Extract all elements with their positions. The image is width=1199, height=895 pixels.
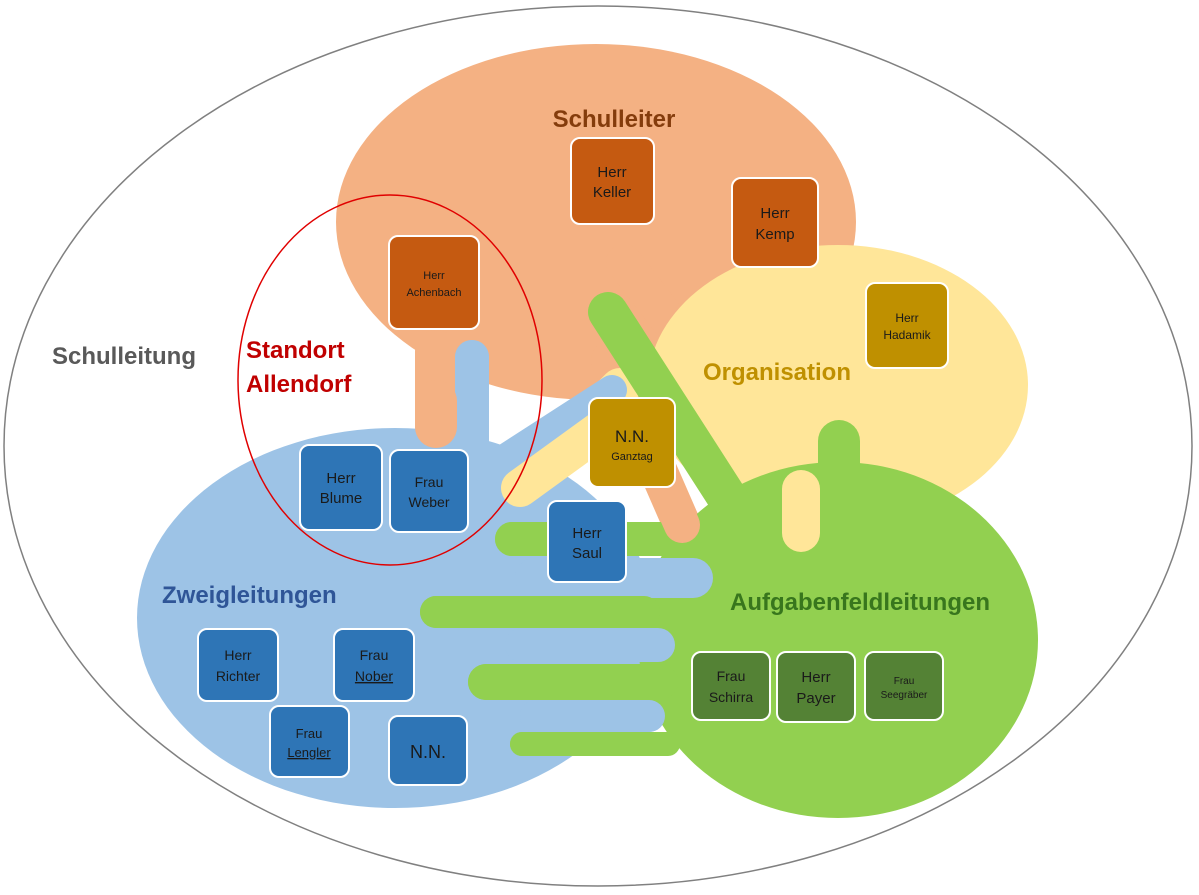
blume-line1: Herr — [326, 470, 355, 487]
person-box-weber: Frau Weber — [389, 449, 469, 533]
kemp-line1: Herr — [760, 205, 789, 222]
standort-label-line2: Allendorf — [246, 371, 352, 398]
richter-line2: Richter — [216, 668, 261, 684]
nober-line1: Frau — [360, 647, 389, 663]
person-box-keller: Herr Keller — [570, 137, 655, 225]
person-box-lengler: Frau Lengler — [269, 705, 350, 778]
seegraeber-line2: Seegräber — [881, 690, 928, 701]
person-box-saul: Herr Saul — [547, 500, 627, 583]
zweigleitungen-label: Zweigleitungen — [162, 582, 337, 609]
weber-line2: Weber — [409, 494, 450, 510]
person-box-nn-zweig: N.N. — [388, 715, 468, 786]
aufgaben-finger-3 — [468, 664, 678, 700]
person-box-nober: Frau Nober — [333, 628, 415, 702]
aufgaben-finger-4 — [510, 732, 630, 756]
person-box-schirra: Frau Schirra — [691, 651, 771, 721]
richter-line1: Herr — [224, 647, 252, 663]
hadamik-line1: Herr — [895, 311, 918, 325]
hadamik-line2: Hadamik — [883, 328, 931, 342]
schulleiter-label: Schulleiter — [553, 106, 676, 133]
aufgaben-finger-2 — [420, 596, 660, 628]
kemp-line2: Kemp — [755, 226, 794, 243]
saul-line1: Herr — [572, 525, 601, 542]
payer-line2: Payer — [796, 690, 835, 707]
nn-ganztag-line2: Ganztag — [611, 451, 653, 463]
person-box-nn-ganztag: N.N. Ganztag — [588, 397, 676, 488]
organisation-finger-down — [782, 470, 820, 552]
aufgabenfeldleitungen-label: Aufgabenfeldleitungen — [730, 589, 990, 616]
person-box-payer: Herr Payer — [776, 651, 856, 723]
zweig-finger-3 — [520, 700, 665, 732]
organisation-finger-diagonal — [501, 411, 619, 507]
nn-ganztag-line1: N.N. — [615, 427, 649, 446]
nn-zweig-line1: N.N. — [410, 742, 446, 762]
person-box-richter: Herr Richter — [197, 628, 279, 702]
organisation-label: Organisation — [703, 359, 851, 386]
weber-line1: Frau — [415, 474, 444, 490]
nober-line2: Nober — [355, 668, 393, 684]
zweig-finger-up — [455, 340, 489, 480]
person-box-hadamik: Herr Hadamik — [865, 282, 949, 369]
payer-line1: Herr — [801, 669, 830, 686]
lengler-line1: Frau — [296, 726, 323, 741]
keller-line2: Keller — [593, 184, 631, 201]
schulleitung-label: Schulleitung — [52, 343, 196, 370]
achenbach-line1: Herr — [423, 270, 445, 282]
schirra-line1: Frau — [717, 668, 746, 684]
standort-label-line1: Standort — [246, 337, 345, 364]
schulleiter-finger-down — [415, 380, 457, 448]
person-box-kemp: Herr Kemp — [731, 177, 819, 268]
person-box-achenbach: Herr Achenbach — [388, 235, 480, 330]
schirra-line2: Schirra — [709, 689, 754, 705]
standort-allendorf-ring — [237, 194, 543, 566]
lengler-line2: Lengler — [287, 745, 331, 760]
zweig-finger-2 — [505, 628, 675, 662]
achenbach-line2: Achenbach — [406, 287, 461, 299]
blume-line2: Blume — [320, 490, 363, 507]
seegraeber-line1: Frau — [894, 676, 915, 687]
keller-line1: Herr — [597, 164, 626, 181]
saul-line2: Saul — [572, 545, 602, 562]
person-box-seegraeber: Frau Seegräber — [864, 651, 944, 721]
person-box-blume: Herr Blume — [299, 444, 383, 531]
